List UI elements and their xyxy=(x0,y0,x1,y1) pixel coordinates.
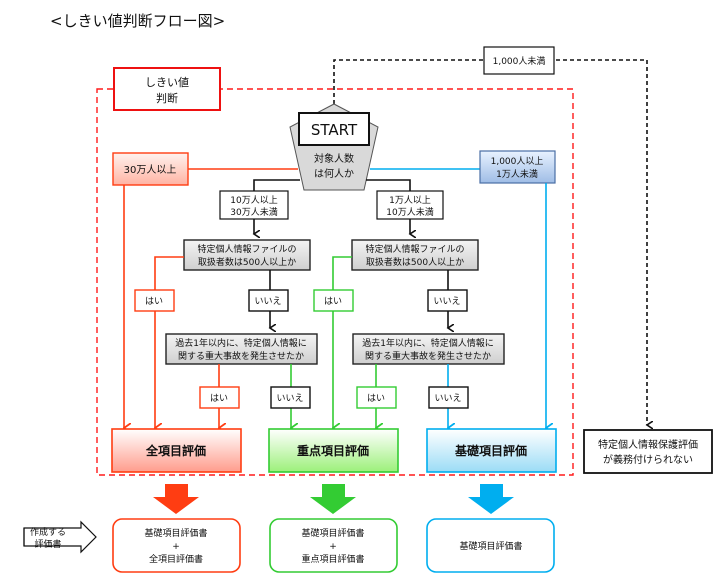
answer-yes-q2-right: はい xyxy=(356,386,397,409)
question-incident-left-line1: 過去1年以内に、特定個人情報に xyxy=(175,337,306,349)
documents-basic: 基礎項目評価書 xyxy=(426,518,555,573)
svg-text:いいえ: いいえ xyxy=(276,393,303,404)
start-label: START xyxy=(311,121,358,139)
question-incident-left: 過去1年以内に、特定個人情報に 関する重大事故を発生させたか xyxy=(165,333,318,365)
under-1000-label: 1,000人未満 xyxy=(493,55,546,67)
start-question-line2: は何人か xyxy=(314,167,354,180)
question-handlers-right: 特定個人情報ファイルの 取扱者数は500人以上か xyxy=(351,239,479,271)
answer-yes-q1-right: はい xyxy=(313,289,354,312)
answer-no-q2-left: いいえ xyxy=(270,386,311,409)
svg-text:+: + xyxy=(172,542,180,552)
range-10k-100k-line1: 1万人以上 xyxy=(389,195,431,206)
documents-label-arrow: 作成する 評価書 xyxy=(23,520,97,554)
svg-text:はい: はい xyxy=(210,393,228,404)
not-required-box: 特定個人情報保護評価 が義務付けられない xyxy=(583,429,713,474)
documents-full: 基礎項目評価書 + 全項目評価書 xyxy=(112,518,241,573)
under-1000-box: 1,000人未満 xyxy=(483,46,555,75)
svg-text:基礎項目評価書: 基礎項目評価書 xyxy=(301,527,364,539)
evaluation-focused: 重点項目評価 xyxy=(268,428,399,473)
svg-text:重点項目評価書: 重点項目評価書 xyxy=(301,553,364,565)
evaluation-basic: 基礎項目評価 xyxy=(426,428,557,473)
answer-yes-q1-left: はい xyxy=(134,289,175,312)
threshold-region-border xyxy=(96,88,574,476)
connector-q1-right-yes xyxy=(333,256,352,428)
question-incident-left-line2: 関する重大事故を発生させたか xyxy=(178,350,304,362)
answer-no-q1-left: いいえ xyxy=(248,289,289,312)
svg-text:基礎項目評価書: 基礎項目評価書 xyxy=(144,527,207,539)
range-100k-300k-box: 10万人以上 30万人未満 xyxy=(219,190,289,220)
svg-text:はい: はい xyxy=(324,296,342,307)
connector-start-right xyxy=(366,179,411,194)
big-arrow-full-icon xyxy=(153,484,199,514)
question-handlers-right-line1: 特定個人情報ファイルの xyxy=(365,243,464,255)
range-over-300k-label: 30万人以上 xyxy=(124,164,177,176)
svg-text:はい: はい xyxy=(367,393,385,404)
documents-focused: 基礎項目評価書 + 重点項目評価書 xyxy=(269,518,398,573)
svg-text:いいえ: いいえ xyxy=(434,393,461,404)
question-incident-right: 過去1年以内に、特定個人情報に 関する重大事故を発生させたか xyxy=(352,333,505,365)
svg-text:いいえ: いいえ xyxy=(433,296,460,307)
question-incident-right-line2: 関する重大事故を発生させたか xyxy=(365,350,491,362)
question-incident-right-line1: 過去1年以内に、特定個人情報に xyxy=(362,337,493,349)
svg-text:全項目評価書: 全項目評価書 xyxy=(149,553,203,565)
range-1k-10k-line1: 1,000人以上 xyxy=(491,156,544,167)
not-required-line1: 特定個人情報保護評価 xyxy=(598,438,698,451)
documents-label-line1: 作成する xyxy=(30,526,66,538)
not-required-line2: が義務付けられない xyxy=(603,453,693,466)
range-1k-10k-box: 1,000人以上 1万人未満 xyxy=(479,150,556,184)
range-10k-100k-line2: 10万人未満 xyxy=(386,206,433,218)
big-arrow-focused-icon xyxy=(310,484,356,514)
start-node: START 対象人数 は何人か xyxy=(289,103,379,191)
question-handlers-left: 特定個人情報ファイルの 取扱者数は500人以上か xyxy=(183,239,311,271)
documents-label-line2: 評価書 xyxy=(34,538,61,550)
connector-start-left xyxy=(253,179,300,194)
svg-text:はい: はい xyxy=(145,296,163,307)
evaluation-basic-label: 基礎項目評価 xyxy=(454,443,527,458)
threshold-label-line1: しきい値 xyxy=(145,76,189,89)
range-100k-300k-line1: 10万人以上 xyxy=(230,195,277,206)
range-1k-10k-line2: 1万人未満 xyxy=(496,168,538,180)
evaluation-full: 全項目評価 xyxy=(111,428,242,473)
answer-yes-q2-left: はい xyxy=(199,386,240,409)
threshold-label-line2: 判断 xyxy=(156,91,178,105)
evaluation-full-label: 全項目評価 xyxy=(145,443,206,458)
big-arrow-basic-icon xyxy=(468,484,514,514)
svg-text:いいえ: いいえ xyxy=(254,296,281,307)
range-10k-100k-box: 1万人以上 10万人未満 xyxy=(376,190,444,220)
evaluation-focused-label: 重点項目評価 xyxy=(297,443,369,458)
connector-q1-left-yes xyxy=(155,256,184,428)
svg-text:+: + xyxy=(329,542,337,552)
answer-no-q2-right: いいえ xyxy=(428,386,469,409)
question-handlers-left-line1: 特定個人情報ファイルの xyxy=(197,243,296,255)
under-1000-path xyxy=(333,59,647,425)
svg-text:基礎項目評価書: 基礎項目評価書 xyxy=(459,540,522,552)
range-over-300k-box: 30万人以上 xyxy=(112,152,189,186)
question-handlers-right-line2: 取扱者数は500人以上か xyxy=(366,256,464,268)
question-handlers-left-line2: 取扱者数は500人以上か xyxy=(198,256,296,268)
start-question-line1: 対象人数 xyxy=(314,152,354,165)
range-100k-300k-line2: 30万人未満 xyxy=(230,206,277,218)
threshold-label-box: しきい値 判断 xyxy=(113,67,221,111)
page-title: <しきい値判断フロー図> xyxy=(50,12,226,30)
answer-no-q1-right: いいえ xyxy=(427,289,468,312)
